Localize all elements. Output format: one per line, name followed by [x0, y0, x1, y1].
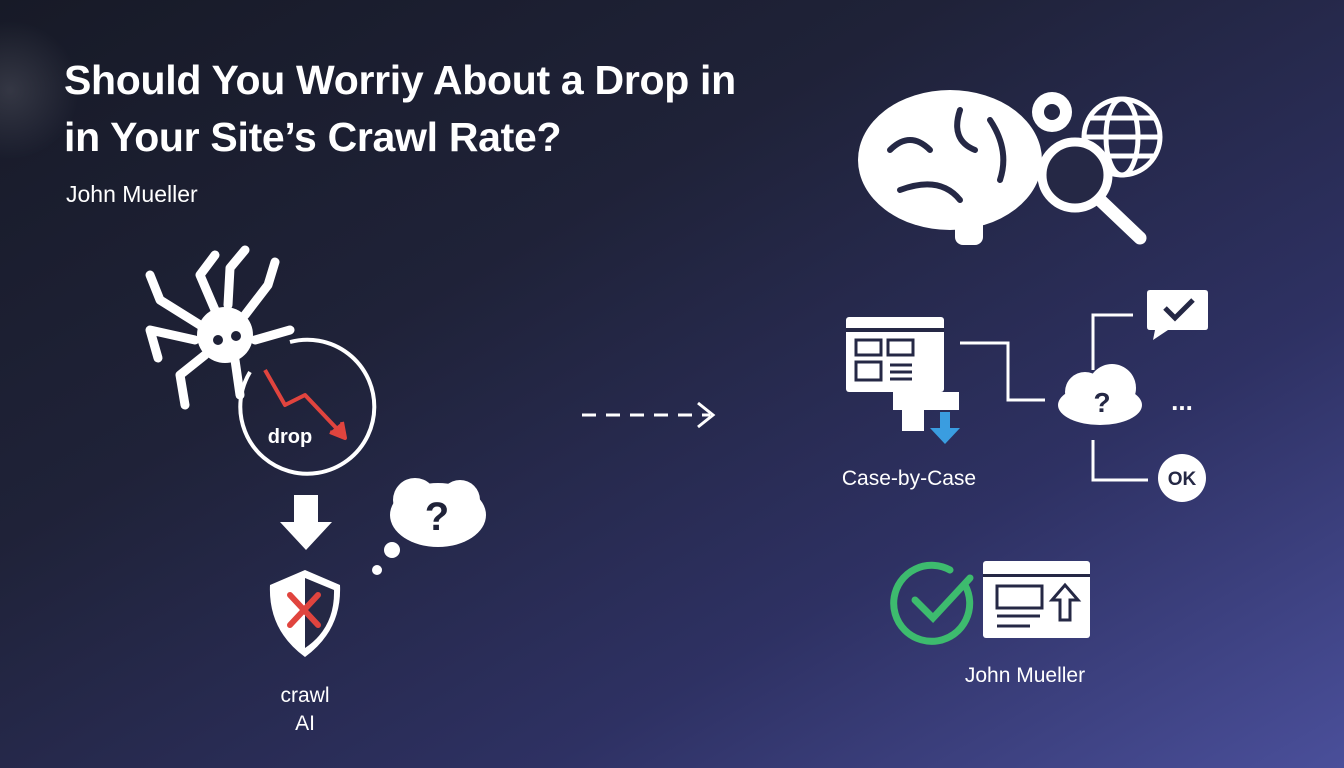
cloud-question-mark: ?	[1093, 387, 1110, 418]
title-line-2: in Your Site’s Crawl Rate?	[64, 114, 562, 160]
gear-icon	[1032, 92, 1072, 132]
x-mark-icon	[287, 592, 321, 628]
page-title: Should You Worriy About a Drop in in You…	[64, 52, 736, 166]
magnifier-icon	[1037, 137, 1147, 245]
globe-icon	[1081, 96, 1163, 178]
thought-question-mark: ?	[425, 495, 449, 539]
ok-badge	[1158, 454, 1206, 502]
shield-label: crawl AI	[255, 682, 355, 738]
connector-lines	[960, 313, 1148, 482]
title-line-1: Should You Worriy About a Drop in	[64, 57, 736, 103]
browser-window-icon	[846, 317, 959, 431]
footer-author: John Mueller	[964, 664, 1086, 687]
chat-check-icon	[1147, 290, 1208, 340]
spider-icon	[145, 245, 295, 410]
gauge-ring	[238, 337, 377, 476]
shield-label-line-1: crawl	[280, 684, 330, 707]
case-by-case-label: Case-by-Case	[841, 467, 977, 490]
browser-upload-icon	[983, 561, 1090, 638]
check-circle-icon	[890, 561, 974, 645]
cloud-icon	[1058, 364, 1142, 425]
ellipsis: ...	[1171, 386, 1193, 416]
arrow-down-icon	[280, 495, 332, 550]
trend-down-icon	[263, 369, 347, 440]
shield-icon	[269, 570, 341, 657]
thought-bubble-icon	[372, 478, 486, 575]
brain-icon	[858, 90, 1042, 245]
dashed-arrow-icon	[582, 401, 716, 429]
author-name: John Mueller	[66, 181, 198, 207]
ok-badge-label: OK	[1168, 469, 1197, 490]
arrow-down-blue-icon	[930, 412, 960, 444]
gauge-label: drop	[268, 426, 312, 448]
shield-label-line-2: AI	[295, 712, 315, 735]
